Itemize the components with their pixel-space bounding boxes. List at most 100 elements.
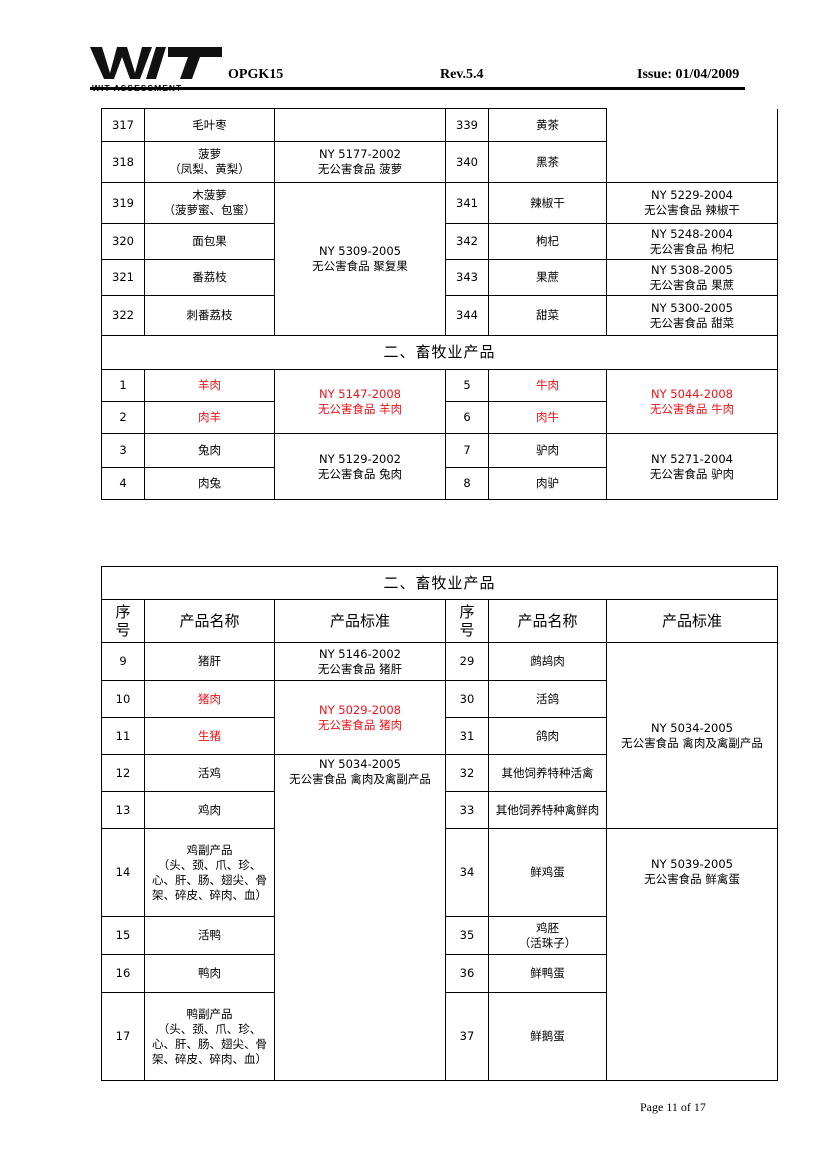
header-seq: 序号	[101, 599, 145, 643]
table-row: 15 活鸭 35 鸡胚（活珠子）	[101, 916, 778, 955]
product-name: 猪肝	[144, 642, 275, 681]
row-number: 35	[445, 916, 489, 955]
product-name: 鸽肉	[488, 717, 607, 755]
section-row: 二、畜牧业产品	[101, 335, 778, 370]
product-standard	[606, 108, 778, 183]
row-number: 339	[445, 108, 489, 142]
header-seq: 序号	[445, 599, 489, 643]
product-name: 牛肉	[488, 369, 607, 402]
product-name: 活鸡	[144, 754, 275, 792]
product-name: 活鸽	[488, 680, 607, 718]
row-number: 29	[445, 642, 489, 681]
page-number: Page 11 of 17	[640, 1100, 706, 1114]
row-number: 9	[101, 642, 145, 681]
row-number: 344	[445, 295, 489, 336]
row-number: 322	[101, 295, 145, 336]
row-number: 10	[101, 680, 145, 718]
row-number: 13	[101, 791, 145, 829]
product-name: 面包果	[144, 223, 275, 260]
product-name: 鸭副产品（头、颈、爪、珍、心、肝、肠、翅尖、骨架、碎皮、碎肉、血）	[144, 992, 275, 1081]
row-number: 1	[101, 369, 145, 402]
product-name: 活鸭	[144, 916, 275, 955]
table-row: 11 生猪 31 鸽肉	[101, 717, 778, 755]
table-row: 14 鸡副产品（头、颈、爪、珍、心、肝、肠、翅尖、骨架、碎皮、碎肉、血） 34 …	[101, 828, 779, 1081]
row-number: 340	[445, 141, 489, 183]
product-name: 鸡胚（活珠子）	[488, 916, 607, 955]
product-name: 肉兔	[144, 467, 275, 500]
row-number: 32	[445, 754, 489, 792]
livestock-product-table: 二、畜牧业产品 序号 产品名称 产品标准 序号 产品名称 产品标准 9 猪肝 N…	[100, 566, 779, 1081]
table-row: 17 鸭副产品（头、颈、爪、珍、心、肝、肠、翅尖、骨架、碎皮、碎肉、血） 37 …	[101, 992, 778, 1081]
row-number: 318	[101, 141, 145, 183]
row-number: 15	[101, 916, 145, 955]
product-name: 驴肉	[488, 433, 607, 468]
product-table-continued: 317 毛叶枣 339 黄茶 318 菠萝（凤梨、黄梨） NY 5177-200…	[101, 108, 778, 500]
header-name: 产品名称	[488, 599, 607, 643]
product-name: 其他饲养特种禽鲜肉	[488, 791, 607, 829]
product-name: 黑茶	[488, 141, 607, 183]
header-standard: 产品标准	[274, 599, 446, 643]
row-number: 14	[101, 828, 145, 917]
product-name: 猪肉	[144, 680, 275, 718]
product-name: 木菠萝（菠萝蜜、包蜜）	[144, 182, 275, 224]
row-number: 36	[445, 954, 489, 993]
row-number: 16	[101, 954, 145, 993]
row-number: 33	[445, 791, 489, 829]
section-title: 二、畜牧业产品	[101, 335, 778, 370]
row-number: 4	[101, 467, 145, 500]
product-name: 肉羊	[144, 401, 275, 434]
product-name: 鸭肉	[144, 954, 275, 993]
product-name: 番荔枝	[144, 259, 275, 296]
row-number: 7	[445, 433, 489, 468]
product-name: 毛叶枣	[144, 108, 275, 142]
document-code: OPGK15	[228, 67, 284, 82]
product-name: 鸡肉	[144, 791, 275, 829]
product-name: 鲜鹅蛋	[488, 992, 607, 1081]
product-name: 羊肉	[144, 369, 275, 402]
header-standard: 产品标准	[605, 599, 779, 643]
header-rule	[90, 87, 745, 90]
row-number: 17	[101, 992, 145, 1081]
product-name: 果蔗	[488, 259, 607, 296]
table-row: 317 毛叶枣 339 黄茶	[101, 108, 778, 183]
product-name: 生猪	[144, 717, 275, 755]
row-number: 30	[445, 680, 489, 718]
row-number: 2	[101, 401, 145, 434]
product-name: 鸡副产品（头、颈、爪、珍、心、肝、肠、翅尖、骨架、碎皮、碎肉、血）	[144, 828, 275, 917]
section-title: 二、畜牧业产品	[100, 566, 779, 600]
row-number: 342	[445, 223, 489, 260]
row-number: 341	[445, 182, 489, 224]
row-number: 319	[101, 182, 145, 224]
row-number: 6	[445, 401, 489, 434]
product-name: 刺番荔枝	[144, 295, 275, 336]
section-row: 二、畜牧业产品	[100, 566, 779, 600]
product-name: 黄茶	[488, 108, 607, 142]
product-standard	[274, 108, 446, 142]
product-name: 鲜鸡蛋	[488, 828, 607, 917]
row-number: 12	[101, 754, 145, 792]
product-name: 菠萝（凤梨、黄梨）	[144, 141, 275, 183]
header-row: 序号 产品名称 产品标准 序号 产品名称 产品标准	[101, 599, 779, 643]
product-name: 鲜鸭蛋	[488, 954, 607, 993]
row-number: 343	[445, 259, 489, 296]
